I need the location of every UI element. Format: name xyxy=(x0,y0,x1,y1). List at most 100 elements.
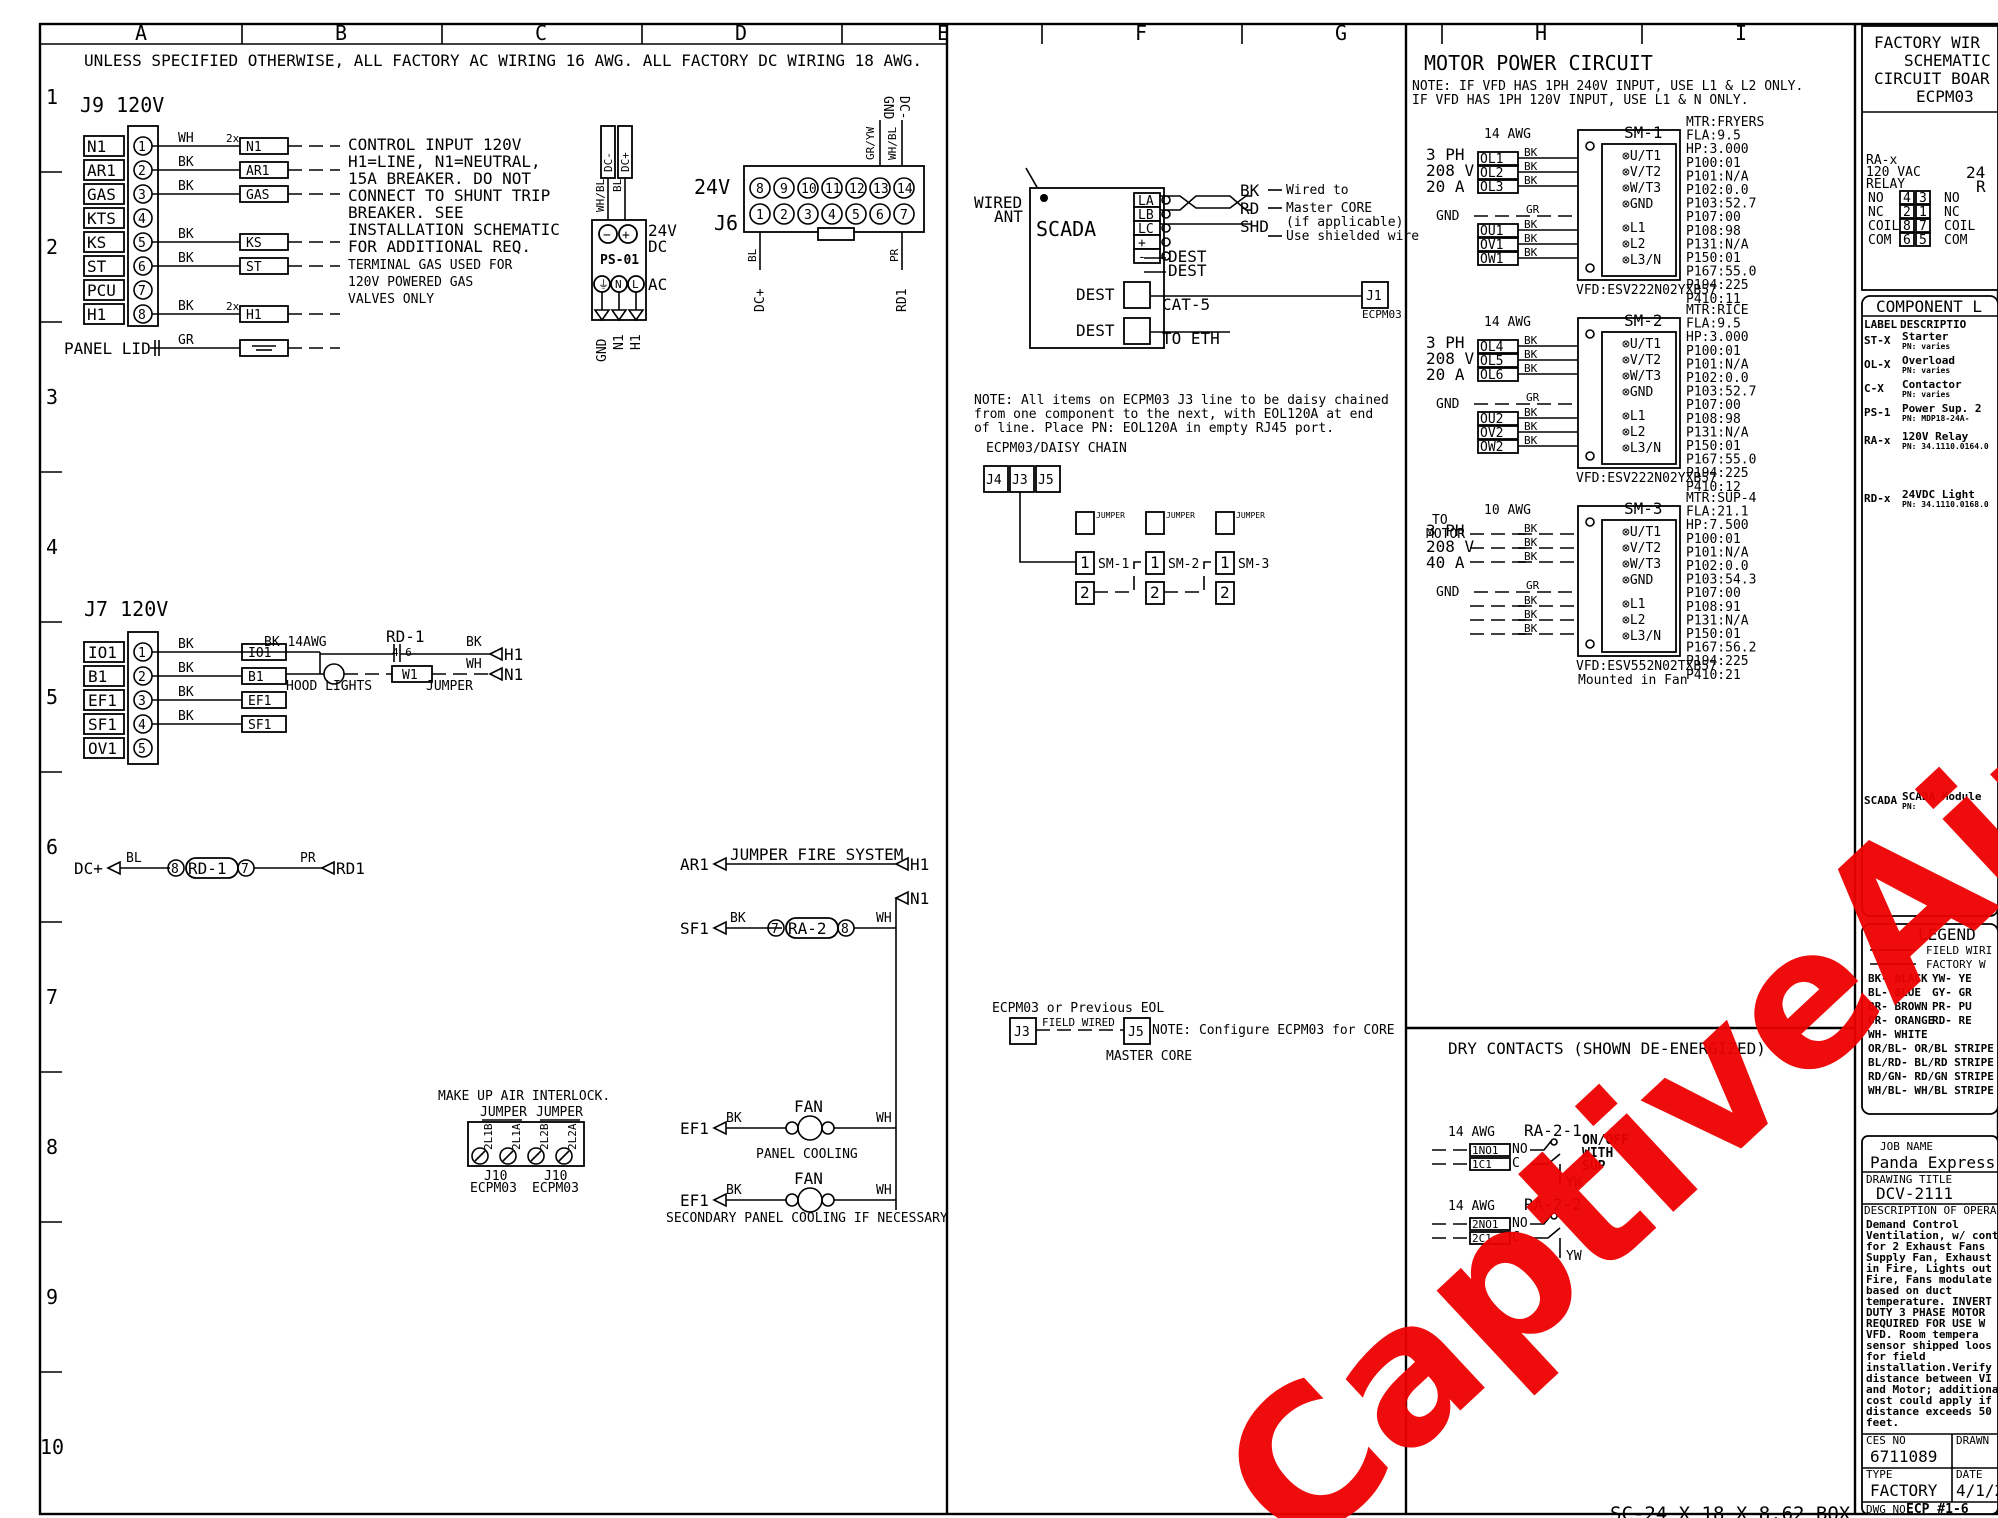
tb-ra-right: NO xyxy=(1944,191,1960,206)
motor-gr: GR xyxy=(1526,579,1540,592)
motor-sm: SM-1 xyxy=(1624,123,1663,142)
j7-bk: BK xyxy=(466,635,482,650)
tb-desc-line: sensor shipped loos xyxy=(1866,1339,1992,1352)
tb-legend-color: WH- WHITE xyxy=(1868,1028,1928,1041)
tb-job-label: JOB NAME xyxy=(1880,1140,1933,1153)
ps01-wire-bl: BL xyxy=(611,178,624,192)
motor-param: P103:52.7 xyxy=(1686,385,1756,400)
fan2-wh: WH xyxy=(876,1183,892,1198)
fire-bk: BK xyxy=(730,911,746,926)
col-label: D xyxy=(735,21,747,45)
mua-tag: 2L1B xyxy=(482,1123,495,1150)
rd1-pin8: 8 xyxy=(171,862,179,877)
j9-target: H1 xyxy=(246,308,262,323)
daisy-note-2: from one component to the next, with EOL… xyxy=(974,407,1373,422)
eol-to: J5 xyxy=(1128,1025,1144,1040)
ps01-label: PS-01 xyxy=(600,253,639,268)
scada-note-3: (if applicable) xyxy=(1286,215,1403,230)
motor-bk: BK xyxy=(1524,608,1538,621)
dry-contacts: DRY CONTACTS (SHOWN DE-ENERGIZED) 14 AWG… xyxy=(1432,1039,1766,1264)
fan2-secondary: SECONDARY PANEL COOLING IF NECESSARY xyxy=(666,1211,948,1226)
vfd-terminal: ⊗L3/N xyxy=(1622,441,1661,456)
dry-terminal: 1C1 xyxy=(1472,1158,1492,1171)
fan1-panel-cooling: PANEL COOLING xyxy=(756,1147,858,1162)
ra2-name: RA-2 xyxy=(788,919,827,938)
j7-target: EF1 xyxy=(248,694,271,709)
mua-ecpm-1: ECPM03 xyxy=(470,1181,517,1196)
j9-pin: 1 xyxy=(138,140,146,155)
tb-ra-3: RELAY xyxy=(1866,177,1905,192)
j6-pin-top: 8 xyxy=(756,182,764,197)
motor-bk: BK xyxy=(1524,522,1538,535)
row-label: 4 xyxy=(46,535,58,559)
tb-legend-color: WH/BL- WH/BL STRIPE xyxy=(1868,1084,1994,1097)
tb-desc-line: based on duct xyxy=(1866,1284,1952,1297)
motor-bk: BK xyxy=(1524,362,1538,375)
tb-component-pn: PN: varies xyxy=(1902,389,1950,399)
j7-pin: 4 xyxy=(138,718,146,733)
j9-pin: 6 xyxy=(138,260,146,275)
tb-desc-line: cost could apply if xyxy=(1866,1394,1992,1407)
mua-jumper-2: JUMPER xyxy=(536,1105,583,1120)
ra2-pin7: 7 xyxy=(771,922,779,937)
j6-dcminus: DC- xyxy=(896,96,911,119)
j6-gnd: GND xyxy=(880,96,895,120)
col-label: F xyxy=(1135,21,1147,45)
row-label: 5 xyxy=(46,685,58,709)
mua-tag: 2L1A xyxy=(510,1123,523,1150)
j6-wire-pr: PR xyxy=(888,248,901,262)
motor-param: P107:00 xyxy=(1686,586,1741,601)
tb-component-desc: SCADA Module xyxy=(1902,790,1982,803)
motor-input: OL1 xyxy=(1480,152,1503,167)
tb-ra-pin: 7 xyxy=(1919,219,1927,234)
motor-bk: BK xyxy=(1524,246,1538,259)
motor-param: P167:55.0 xyxy=(1686,453,1756,468)
daisy-pin-1: 1 xyxy=(1220,553,1230,572)
j6-pin-bottom: 3 xyxy=(804,208,812,223)
rd1-relay-label: RD-1 xyxy=(386,627,425,646)
dry-no: NO xyxy=(1512,1142,1528,1157)
motor-param: P131:N/A xyxy=(1686,237,1749,252)
vfd-terminal: ⊗L2 xyxy=(1622,613,1645,628)
wired-ant-1: WIRED xyxy=(974,193,1022,212)
motor-param: P101:N/A xyxy=(1686,545,1749,560)
tb-desc-label: DESCRIPTION OF OPERA xyxy=(1864,1204,1997,1217)
j9-wire-color: WH xyxy=(178,131,194,146)
motor-bk: BK xyxy=(1524,160,1538,173)
rd1-row: DC+ BL 8 RD-1 7 PR RD1 xyxy=(74,851,365,879)
scada-wire-rd: RD xyxy=(1240,199,1259,218)
tb-legend-color: BL- BLUE xyxy=(1868,986,1921,999)
motor-supply: 208 V xyxy=(1426,537,1475,556)
col-label: C xyxy=(535,21,547,45)
motor-awg: 10 AWG xyxy=(1484,503,1531,518)
motor-supply: 40 A xyxy=(1426,553,1465,572)
j9-wire-color: BK xyxy=(178,299,194,314)
j7-target: IO1 xyxy=(248,646,271,661)
j6-wire-bl: BL xyxy=(746,248,759,262)
tb-ra-1: RA-x xyxy=(1866,153,1897,168)
scada-dest-a: DEST xyxy=(1168,247,1207,266)
vfd-terminal: ⊗V/T2 xyxy=(1622,541,1661,556)
tb-component-label: ST-X xyxy=(1864,334,1891,347)
col-label: B xyxy=(335,21,347,45)
control-note-line: CONTROL INPUT 120V xyxy=(348,135,522,154)
vfd-terminal: ⊗L3/N xyxy=(1622,629,1661,644)
daisy-device: SM-3 xyxy=(1238,557,1269,572)
tb-component-pn: PN: varies xyxy=(1902,341,1950,351)
tb-desc-line: Supply Fan, Exhaust xyxy=(1866,1251,1992,1264)
j7-target: SF1 xyxy=(248,718,271,733)
j7-title: J7 120V xyxy=(84,597,168,621)
rd1-pin7: 7 xyxy=(241,862,249,877)
w1-label: W1 xyxy=(402,668,418,683)
rd1-dcplus: DC+ xyxy=(74,859,103,878)
scada-note-2: Master CORE xyxy=(1286,201,1372,216)
daisy-title: ECPM03/DAISY CHAIN xyxy=(986,441,1127,456)
tb-ra-pin: 6 xyxy=(1903,233,1911,248)
tb-job: Panda Express xyxy=(1870,1153,1995,1172)
j7-pin: 2 xyxy=(138,670,146,685)
vfd-terminal: ⊗W/T3 xyxy=(1622,181,1661,196)
j9-wire-color: BK xyxy=(178,179,194,194)
